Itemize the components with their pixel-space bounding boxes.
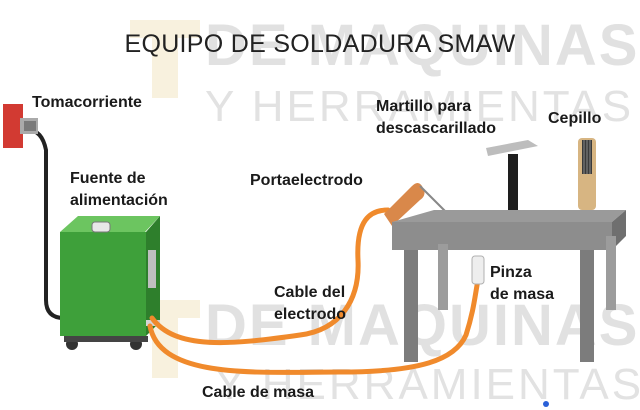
watermark-top: DE MAQUINAS: [205, 13, 640, 78]
watermark-bottom-sub: Y HERRAMIENTAS: [215, 360, 640, 409]
label-tomacorriente: Tomacorriente: [32, 94, 142, 111]
label-cable-masa: Cable de masa: [202, 384, 315, 401]
ground-cable: [147, 277, 481, 375]
label-cable-electrodo-line1: Cable del: [274, 284, 346, 301]
ground-clamp: [471, 255, 485, 285]
label-cable-electrodo-line2: electrodo: [274, 306, 347, 323]
watermark-logo-bottom: [130, 300, 200, 378]
label-cable-electrodo: Cable del electrodo: [274, 282, 346, 326]
label-fuente: Fuente de alimentación: [70, 168, 168, 212]
corner-mark: [543, 401, 549, 407]
label-fuente-line2: alimentación: [70, 192, 168, 209]
power-source: [60, 216, 160, 350]
watermark-logo-top: [130, 20, 200, 98]
diagram-title: EQUIPO DE SOLDADURA SMAW: [124, 30, 516, 58]
label-portaelectrodo: Portaelectrodo: [250, 172, 363, 189]
label-pinza-line2: de masa: [490, 286, 555, 303]
label-cepillo: Cepillo: [548, 110, 602, 127]
chipping-hammer: [486, 140, 538, 210]
power-cord: [27, 128, 65, 320]
outlet: [3, 104, 38, 148]
label-martillo-line2: descascarillado: [376, 120, 497, 137]
watermark-top-sub: Y HERRAMIENTAS: [205, 82, 635, 131]
work-table: [392, 210, 626, 362]
label-martillo: Martillo para descascarillado: [376, 96, 496, 140]
label-martillo-line1: Martillo para: [376, 98, 472, 115]
watermark-bottom: DE MAQUINAS: [205, 293, 640, 358]
wire-brush: [578, 138, 596, 210]
label-fuente-line1: Fuente de: [70, 170, 146, 187]
label-pinza: Pinza de masa: [490, 262, 554, 306]
label-pinza-line1: Pinza: [490, 264, 532, 281]
electrode-cable: [149, 207, 391, 346]
